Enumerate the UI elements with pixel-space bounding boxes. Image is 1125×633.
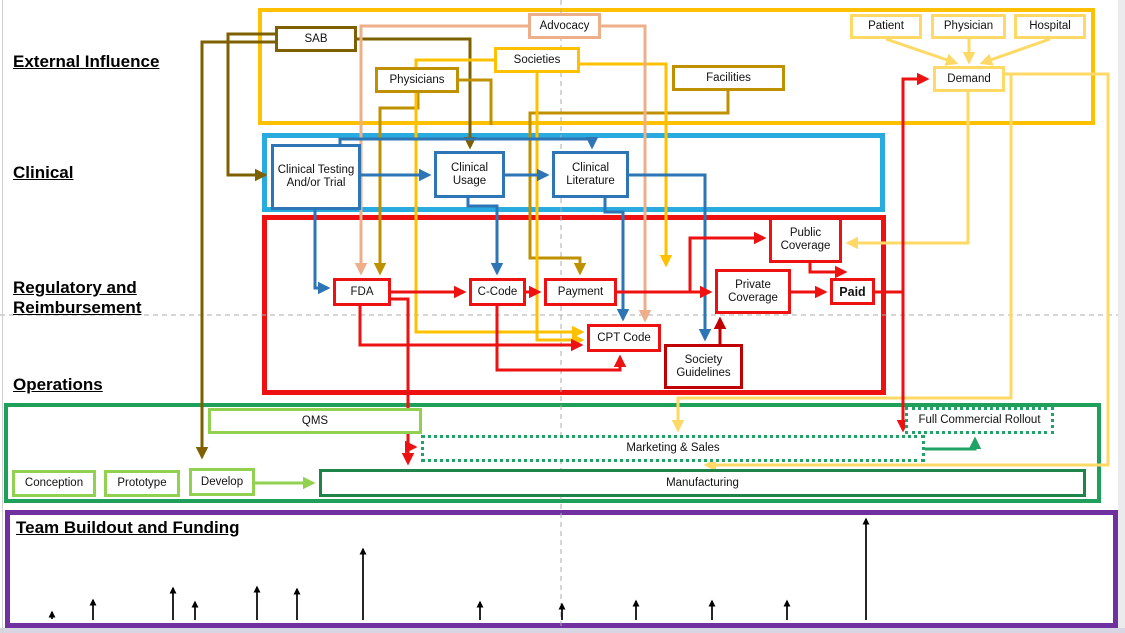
box-develop[interactable]: Develop (189, 468, 255, 496)
lane-label-operations: Operations (13, 375, 103, 394)
connector-fda-to-cpt (358, 306, 584, 352)
connector-demand-to-manufacturing (703, 72, 1110, 472)
box-advocacy[interactable]: Advocacy (528, 13, 601, 39)
connector-usage-to-c-code (466, 198, 504, 276)
box-clinical-testing[interactable]: Clinical Testing And/or Trial (271, 144, 361, 210)
page-left-edge (2, 0, 3, 633)
box-fda[interactable]: FDA (333, 278, 391, 306)
connector-facilities-to-payment (528, 91, 730, 276)
box-physician[interactable]: Physician (931, 14, 1006, 39)
lane-label-team: Team Buildout and Funding (16, 518, 240, 537)
box-payment[interactable]: Payment (544, 278, 617, 306)
connector-c-code-to-cpt-bottom (495, 306, 627, 372)
connector-advocacy-to-fda (354, 24, 528, 276)
lane-label-clinical: Clinical (13, 163, 74, 182)
box-full-commercial-rollout[interactable]: Full Commercial Rollout (905, 407, 1054, 434)
connector-sab-to-develop (195, 40, 275, 460)
connector-sab-to-clinical-usage (357, 37, 477, 150)
page-right-edge (1118, 0, 1125, 633)
connector-marketing-sales-to-full-commercial-rollout (925, 436, 982, 451)
lane-operations (4, 403, 1101, 503)
box-manufacturing[interactable]: Manufacturing (319, 469, 1086, 497)
connector-paid-to-demand (875, 72, 930, 294)
connector-physicians-to-fda (373, 93, 420, 276)
connector-advocacy-to-cpt (601, 24, 652, 323)
box-patient[interactable]: Patient (850, 14, 922, 39)
box-clinical-usage[interactable]: Clinical Usage (434, 151, 505, 198)
box-paid[interactable]: Paid (830, 278, 875, 305)
connector-societies-to-cpt-lower (535, 73, 585, 347)
connector-testing-to-literature-top (338, 136, 599, 150)
box-public-coverage[interactable]: Public Coverage (769, 217, 842, 263)
box-prototype[interactable]: Prototype (104, 470, 180, 497)
box-societies[interactable]: Societies (494, 47, 580, 73)
funding-arrows (48, 517, 870, 620)
connector-sab-to-clinical-testing (226, 32, 275, 182)
box-society-guidelines[interactable]: Society Guidelines (664, 344, 743, 389)
connector-fda-to-manufacturing (391, 297, 415, 466)
box-qms[interactable]: QMS (208, 408, 422, 434)
box-clinical-literature[interactable]: Clinical Literature (552, 151, 629, 198)
box-cpt-code[interactable]: CPT Code (587, 324, 661, 352)
box-c-code[interactable]: C-Code (469, 278, 526, 306)
connector-literature-to-society-guidelines (629, 173, 712, 342)
connector-societies-to-cpt-upper (414, 58, 585, 339)
connector-payment-to-public-coverage (617, 231, 767, 294)
connector-demand-to-public-coverage (845, 92, 970, 250)
connector-testing-to-fda (313, 210, 331, 295)
connector-physicians-stub (459, 78, 493, 125)
lane-label-regulatory: Regulatory and Reimbursement (13, 278, 142, 318)
lane-label-external: External Influence (13, 52, 160, 71)
connector-hospital-to-demand (979, 37, 1051, 66)
connector-societies-to-private-coverage (580, 62, 673, 268)
connector-literature-to-cpt (603, 198, 630, 322)
connector-demand-to-marketing-sales (671, 74, 1013, 433)
lane-regulatory (262, 215, 886, 395)
connector-public-coverage-to-paid (808, 263, 848, 279)
box-hospital[interactable]: Hospital (1014, 14, 1086, 39)
page-bottom-edge (0, 628, 1125, 633)
box-demand[interactable]: Demand (933, 66, 1005, 92)
box-conception[interactable]: Conception (12, 470, 96, 497)
box-private-coverage[interactable]: Private Coverage (715, 269, 791, 314)
connector-patient-to-demand (885, 37, 959, 66)
box-facilities[interactable]: Facilities (672, 65, 785, 91)
box-sab[interactable]: SAB (275, 26, 357, 52)
lane-external (258, 8, 1095, 125)
box-marketing-sales[interactable]: Marketing & Sales (421, 435, 925, 462)
box-physicians[interactable]: Physicians (375, 67, 459, 93)
